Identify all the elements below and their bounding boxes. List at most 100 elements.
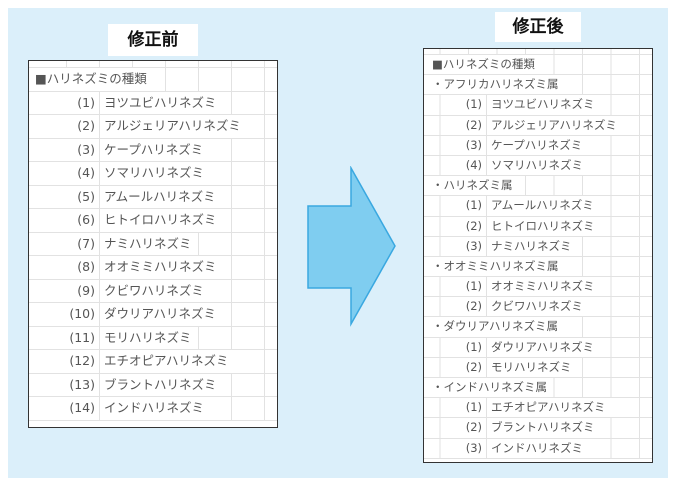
item-name: ソマリハリネズミ xyxy=(486,155,589,176)
list-item: (3)ナミハリネズミ xyxy=(424,236,652,257)
item-number: (1) xyxy=(454,337,486,357)
list-item: (5)アムールハリネズミ xyxy=(29,185,277,209)
item-number: (2) xyxy=(454,297,486,317)
item-name: アムールハリネズミ xyxy=(99,185,222,208)
list-item: (3)ケープハリネズミ xyxy=(424,135,652,156)
group-name: ・ダウリアハリネズミ属 xyxy=(432,317,563,337)
group-name: ・インドハリネズミ属 xyxy=(432,378,551,398)
after-title: 修正後 xyxy=(495,12,581,42)
list-item: (4)ソマリハリネズミ xyxy=(424,155,652,177)
item-number: (4) xyxy=(65,162,99,185)
group-name: ・アフリカハリネズミ属 xyxy=(432,75,563,95)
item-number: (7) xyxy=(65,232,99,255)
list-item: (2)ヒトイロハリネズミ xyxy=(424,216,652,237)
list-item: (1)エチオピアハリネズミ xyxy=(424,398,652,419)
item-number: (9) xyxy=(65,279,99,302)
item-number: (14) xyxy=(65,397,99,420)
item-number: (4) xyxy=(454,155,486,176)
list-header: ■ハリネズミの種類 xyxy=(35,68,151,91)
item-number: (6) xyxy=(65,209,99,232)
item-name: オオミミハリネズミ xyxy=(486,277,601,297)
after-sheet: ■ハリネズミの種類 ・アフリカハリネズミ属(1)ヨツユビハリネズミ(2)アルジェ… xyxy=(423,48,653,463)
item-number: (3) xyxy=(65,138,99,161)
item-number: (12) xyxy=(65,350,99,373)
item-name: ブラントハリネズミ xyxy=(486,418,601,438)
item-name: ケープハリネズミ xyxy=(486,135,589,155)
item-name: ヒトイロハリネズミ xyxy=(99,209,223,232)
item-name: ダウリアハリネズミ xyxy=(99,303,223,326)
item-name: エチオピアハリネズミ xyxy=(486,398,612,418)
list-item: (2)クビワハリネズミ xyxy=(424,297,652,318)
item-name: ナミハリネズミ xyxy=(486,236,578,256)
item-name: エチオピアハリネズミ xyxy=(99,350,235,373)
before-title: 修正前 xyxy=(108,24,198,56)
item-name: モリハリネズミ xyxy=(486,357,578,378)
group-name: ・ハリネズミ属 xyxy=(432,176,517,196)
group-row: ・ハリネズミ属 xyxy=(424,176,652,197)
list-item: (14)インドハリネズミ xyxy=(29,397,277,421)
spacer-row xyxy=(424,49,652,55)
list-item: (10)ダウリアハリネズミ xyxy=(29,303,277,327)
item-name: アルジェリアハリネズミ xyxy=(99,115,247,138)
list-item: (2)モリハリネズミ xyxy=(424,357,652,378)
item-name: ソマリハリネズミ xyxy=(99,162,211,185)
right-arrow-icon xyxy=(307,166,396,327)
group-row: ・アフリカハリネズミ属 xyxy=(424,75,652,96)
item-number: (2) xyxy=(65,115,99,138)
item-name: クビワハリネズミ xyxy=(486,297,589,317)
item-number: (3) xyxy=(454,135,486,155)
list-header: ■ハリネズミの種類 xyxy=(432,55,539,75)
item-name: アルジェリアハリネズミ xyxy=(486,115,623,135)
list-item: (2)ブラントハリネズミ xyxy=(424,418,652,439)
item-number: (2) xyxy=(454,357,486,378)
item-number: (1) xyxy=(65,91,99,114)
item-name: モリハリネズミ xyxy=(99,326,198,349)
item-name: ダウリアハリネズミ xyxy=(486,337,601,357)
item-name: ブラントハリネズミ xyxy=(99,373,223,396)
item-name: ヨツユビハリネズミ xyxy=(99,91,223,114)
header-row: ■ハリネズミの種類 xyxy=(424,55,652,76)
list-item: (3)ケープハリネズミ xyxy=(29,138,277,162)
item-number: (1) xyxy=(454,398,486,418)
item-name: ヒトイロハリネズミ xyxy=(486,216,601,236)
list-item: (11)モリハリネズミ xyxy=(29,326,277,350)
item-number: (5) xyxy=(65,185,99,208)
before-sheet: ■ハリネズミの種類 (1)ヨツユビハリネズミ(2)アルジェリアハリネズミ(3)ケ… xyxy=(28,60,278,428)
item-name: ヨツユビハリネズミ xyxy=(486,95,601,115)
item-number: (3) xyxy=(454,438,486,458)
group-name: ・オオミミハリネズミ属 xyxy=(432,256,563,277)
spacer-row xyxy=(29,61,277,68)
list-item: (2)アルジェリアハリネズミ xyxy=(29,115,277,139)
list-item: (1)アムールハリネズミ xyxy=(424,196,652,217)
list-item: (13)ブラントハリネズミ xyxy=(29,373,277,397)
list-item: (6)ヒトイロハリネズミ xyxy=(29,209,277,233)
list-item: (12)エチオピアハリネズミ xyxy=(29,350,277,374)
item-number: (1) xyxy=(454,95,486,115)
item-number: (13) xyxy=(65,373,99,396)
item-number: (2) xyxy=(454,216,486,236)
item-number: (1) xyxy=(454,196,486,216)
item-number: (3) xyxy=(454,236,486,256)
list-item: (7)ナミハリネズミ xyxy=(29,232,277,256)
group-row: ・インドハリネズミ属 xyxy=(424,378,652,399)
item-number: (11) xyxy=(65,326,99,349)
item-number: (2) xyxy=(454,418,486,438)
group-row: ・オオミミハリネズミ属 xyxy=(424,256,652,278)
item-name: オオミミハリネズミ xyxy=(99,256,223,279)
list-item: (3)インドハリネズミ xyxy=(424,438,652,459)
item-number: (8) xyxy=(65,256,99,279)
item-number: (1) xyxy=(454,277,486,297)
item-number: (2) xyxy=(454,115,486,135)
group-row: ・ダウリアハリネズミ属 xyxy=(424,317,652,338)
list-item: (4)ソマリハリネズミ xyxy=(29,162,277,186)
item-name: インドハリネズミ xyxy=(99,397,211,420)
list-item: (1)ヨツユビハリネズミ xyxy=(424,95,652,116)
list-item: (1)オオミミハリネズミ xyxy=(424,277,652,298)
item-name: アムールハリネズミ xyxy=(486,196,600,216)
item-name: インドハリネズミ xyxy=(486,438,589,458)
item-name: ケープハリネズミ xyxy=(99,138,210,161)
item-name: ナミハリネズミ xyxy=(99,232,198,255)
list-item: (8)オオミミハリネズミ xyxy=(29,256,277,280)
list-item: (2)アルジェリアハリネズミ xyxy=(424,115,652,136)
item-number: (10) xyxy=(65,303,99,326)
